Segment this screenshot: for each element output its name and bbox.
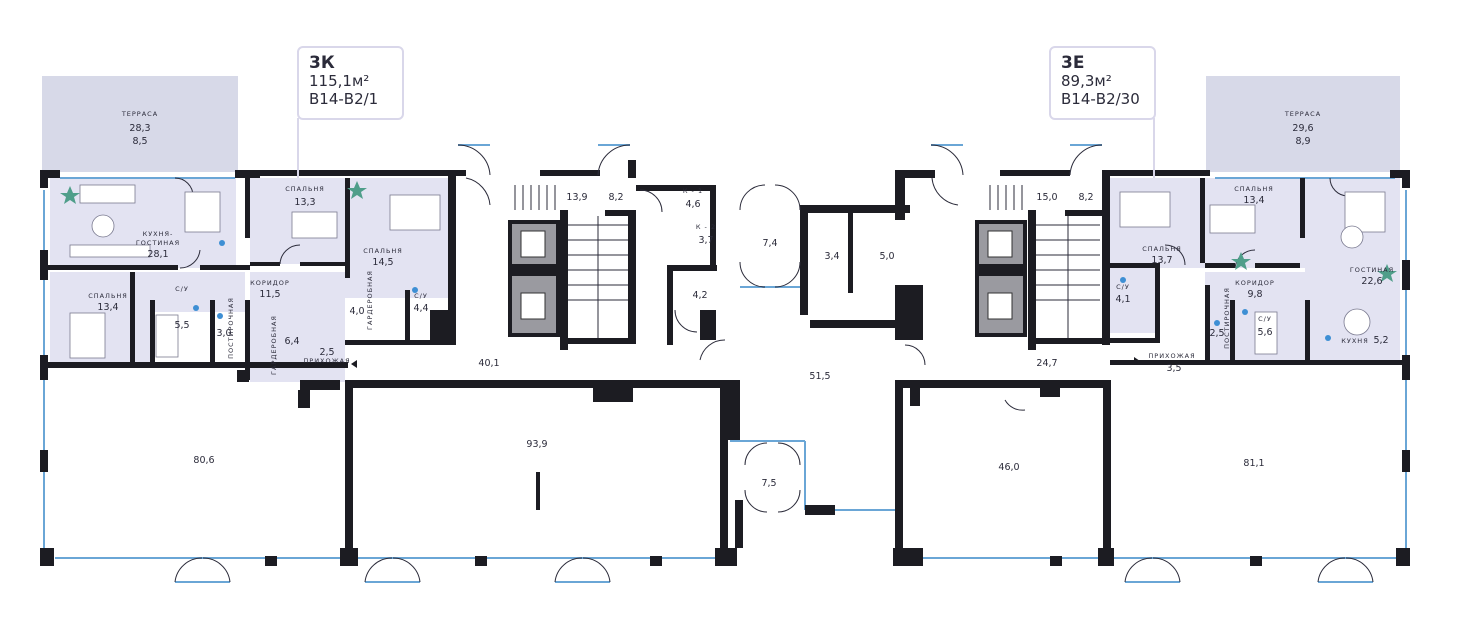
doors	[174, 144, 1374, 583]
kitchen-living-label-1: КУХНЯ-	[143, 230, 174, 238]
terrace-right-area-a: 29,6	[1292, 123, 1313, 134]
bedroom-l3-area: 13,4	[97, 302, 118, 313]
terrace-left[interactable]	[42, 76, 238, 172]
apartment-card-3e[interactable]: 3Е 89,3м² В14-В2/30	[1049, 46, 1156, 120]
plant-icons	[60, 181, 1397, 282]
apartment-type: 3Е	[1061, 53, 1085, 73]
kitchen-living-label-2: ГОСТИНАЯ	[136, 239, 180, 247]
core-7-4: 7,4	[762, 238, 777, 249]
core-3-4: 3,4	[824, 251, 839, 262]
wardrobe-l1-label: ГАРДЕРОБНАЯ	[270, 315, 278, 375]
retail-81-1: 81,1	[1243, 458, 1264, 469]
bath-r2-area: 5,6	[1257, 327, 1272, 338]
entrance-arrow-left	[351, 360, 357, 368]
hall-l-label: ПРИХОЖАЯ	[303, 357, 350, 365]
laundry-l-area: 3,0	[216, 328, 231, 339]
laundry-l-label: ПОСТИРОЧНАЯ	[227, 297, 235, 359]
terrace-left-area-a: 28,3	[129, 123, 150, 134]
kitchen-r-area: 5,2	[1373, 335, 1388, 346]
bath-l1-area: 5,5	[174, 320, 189, 331]
corridor-l-area: 11,5	[259, 289, 280, 300]
walls	[40, 160, 1410, 566]
bedroom-r1-label: СПАЛЬНЯ	[1234, 185, 1274, 193]
apartment-code: В14-В2/30	[1061, 90, 1140, 108]
core-8-2-left: 8,2	[608, 192, 623, 203]
water-drop-icons	[193, 240, 1331, 341]
bedroom-l1-label: СПАЛЬНЯ	[285, 185, 325, 193]
living-r-area: 22,6	[1361, 276, 1382, 287]
bedroom-r2-label: СПАЛЬНЯ	[1142, 245, 1182, 253]
stairs	[514, 185, 1100, 338]
bath-r1-area: 4,1	[1115, 294, 1130, 305]
wardrobe-l1-area: 6,4	[284, 336, 299, 347]
corridor-r-area: 9,8	[1247, 289, 1262, 300]
bedroom-l2-area: 14,5	[372, 257, 393, 268]
laundry-r-label: ПОСТИРОЧНАЯ	[1223, 287, 1231, 349]
terrace-left-label: ТЕРРАСА	[121, 110, 158, 118]
retail-46-0: 46,0	[998, 462, 1019, 473]
core-5-0: 5,0	[879, 251, 894, 262]
hall-l-area: 2,5	[319, 347, 334, 358]
furniture	[69, 184, 1386, 359]
terrace-right[interactable]	[1206, 76, 1400, 172]
bath-l2-area: 4,4	[413, 303, 428, 314]
corridor-51-5: 51,5	[809, 371, 830, 382]
column-93-9	[536, 472, 540, 510]
retail-93-9: 93,9	[526, 439, 547, 450]
hall-r-label: ПРИХОЖАЯ	[1148, 352, 1195, 360]
elevators	[512, 224, 1023, 333]
k1-area: 4,6	[685, 199, 700, 210]
bath-l1-label: С/У	[175, 285, 189, 293]
entrance-arrow-right	[1134, 357, 1140, 365]
bath-l2-label: С/У	[414, 292, 428, 300]
apartment-code: В14-В2/1	[309, 90, 379, 108]
kitchen-r-label: КУХНЯ	[1341, 337, 1368, 345]
bath-r1-label: С/У	[1116, 283, 1130, 291]
kitchen-living-area: 28,1	[147, 249, 168, 260]
corridor-24-7: 24,7	[1036, 358, 1057, 369]
terrace-left-area-b: 8,5	[132, 136, 147, 147]
corridor-l-label: КОРИДОР	[250, 279, 290, 287]
apartment-area: 115,1м²	[309, 72, 370, 90]
laundry-r-area: 2,5	[1209, 328, 1224, 339]
retail-80-6: 80,6	[193, 455, 214, 466]
corridor-r-label: КОРИДОР	[1235, 279, 1275, 287]
bedroom-r1-area: 13,4	[1243, 195, 1264, 206]
bedroom-r2-area: 13,7	[1151, 255, 1172, 266]
k1-label: К - 1	[683, 187, 703, 195]
core-8-2-right: 8,2	[1078, 192, 1093, 203]
corridor-40-1: 40,1	[478, 358, 499, 369]
room-labels: ТЕРРАСА 28,3 8,5 ТЕРРАСА 29,6 8,9 КУХНЯ-…	[88, 110, 1394, 489]
bedroom-l2-label: СПАЛЬНЯ	[363, 247, 403, 255]
living-r-label: ГОСТИНАЯ	[1350, 266, 1394, 274]
core-13-9: 13,9	[566, 192, 587, 203]
wardrobe-l2-area: 4,0	[349, 306, 364, 317]
apartment-type: 3К	[309, 53, 335, 73]
terrace-right-area-b: 8,9	[1295, 136, 1310, 147]
apartment-card-3k[interactable]: 3К 115,1м² В14-В2/1	[297, 46, 404, 120]
wardrobe-l2-label: ГАРДЕРОБНАЯ	[366, 270, 374, 330]
core-4-2: 4,2	[692, 290, 707, 301]
bedroom-l1-area: 13,3	[294, 197, 315, 208]
hall-r-area: 3,5	[1166, 363, 1181, 374]
terrace-right-label: ТЕРРАСА	[1284, 110, 1321, 118]
apartment-area: 89,3м²	[1061, 72, 1112, 90]
bedroom-l3-label: СПАЛЬНЯ	[88, 292, 128, 300]
core-15-0: 15,0	[1036, 192, 1057, 203]
k2-area: 3,7	[698, 235, 713, 246]
k2-label: К - 2	[696, 223, 716, 231]
vestibule-7-5: 7,5	[761, 478, 776, 489]
bath-r2-label: С/У	[1258, 315, 1272, 323]
